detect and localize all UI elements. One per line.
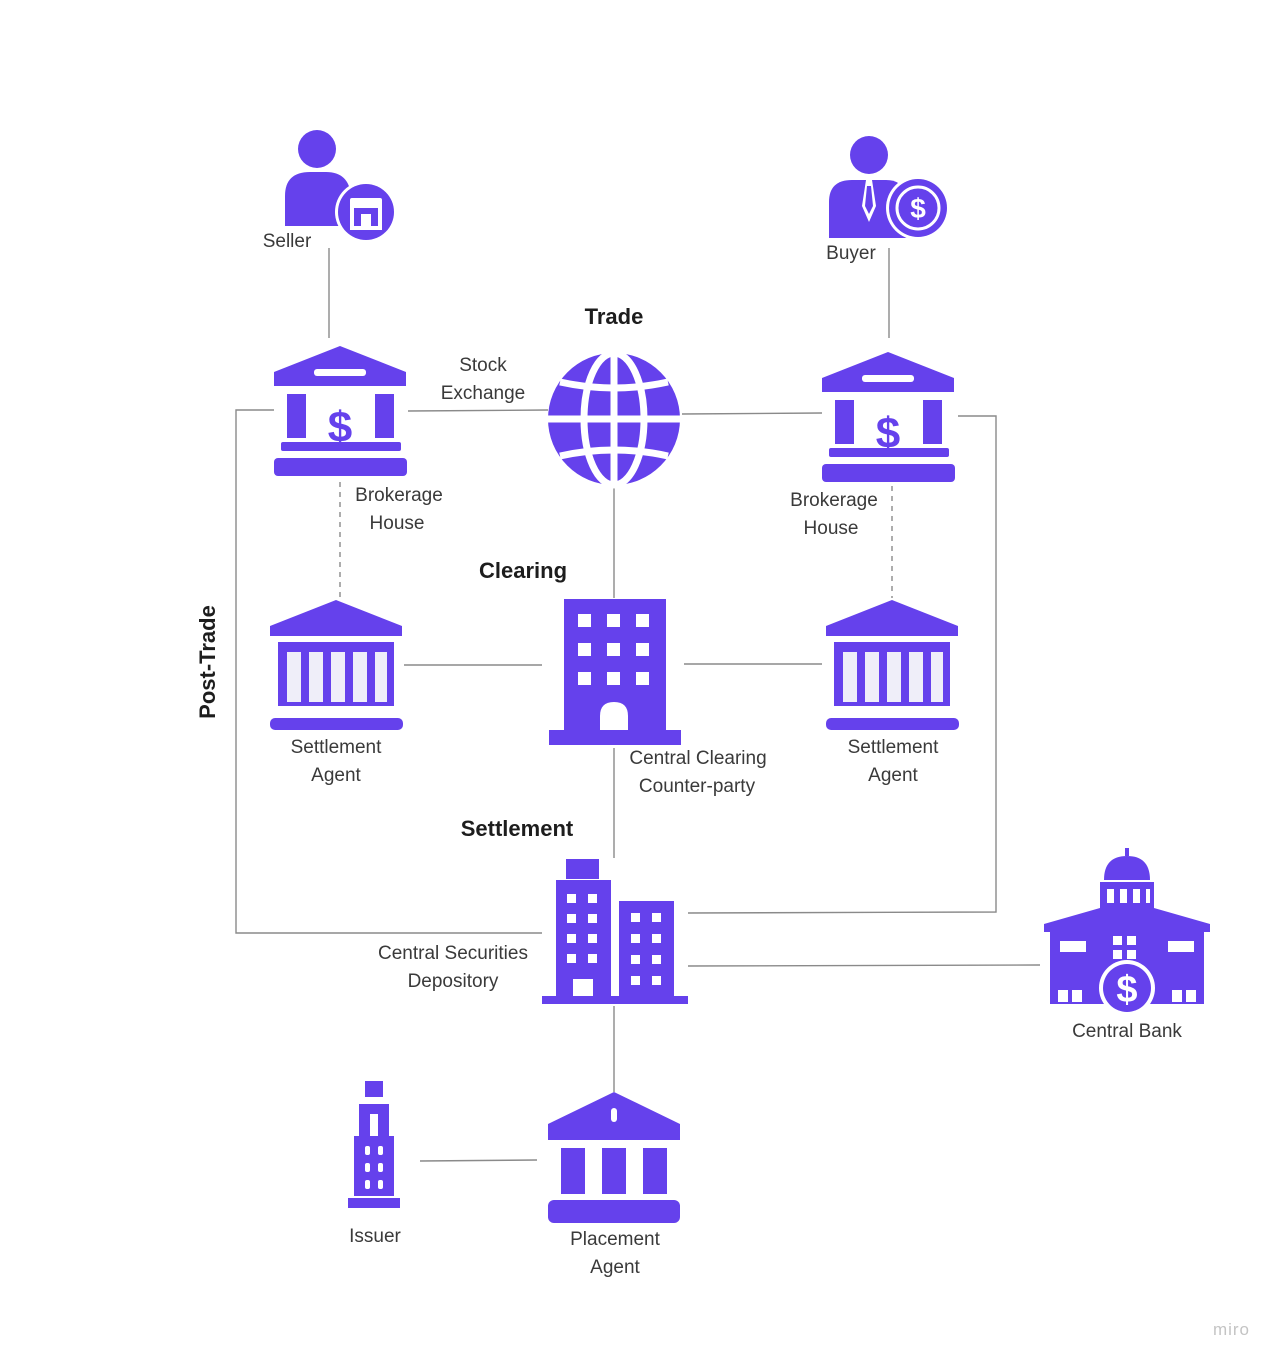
settlement-agent-right-label-1: Settlement — [848, 737, 940, 758]
csd-label-1: Central Securities — [378, 943, 528, 964]
connector-exchange-brokerage-right — [681, 412, 823, 415]
settlement-agent-left-label-1: Settlement — [291, 737, 383, 758]
placement-agent-icon — [548, 1092, 680, 1223]
placement-agent-label-1: Placement — [570, 1229, 660, 1250]
csd-label-2: Depository — [408, 971, 499, 992]
brokerage-right-label-1: Brokerage — [790, 490, 878, 511]
svg-text:$: $ — [328, 403, 352, 452]
ccp-label-1: Central Clearing — [629, 748, 766, 769]
brokerage-left-label-1: Brokerage — [355, 485, 443, 506]
city-buildings-icon — [542, 859, 688, 1004]
heading-post-trade: Post-Trade — [195, 605, 220, 719]
settlement-agent-left-label-2: Agent — [311, 765, 361, 786]
svg-text:$: $ — [876, 409, 900, 458]
ccp-label-2: Counter-party — [639, 776, 756, 797]
brokerage-right-label-2: House — [804, 518, 859, 539]
seller-label: Seller — [263, 231, 312, 252]
buyer-label: Buyer — [826, 243, 876, 264]
connector-brokerage-exchange-left — [407, 409, 549, 412]
miro-watermark: miro — [1213, 1320, 1250, 1339]
connector-post-trade-right — [687, 415, 997, 914]
connector-post-trade-left — [235, 409, 542, 934]
brokerage-right-icon: $ — [822, 352, 955, 482]
seller-store-icon — [285, 130, 397, 243]
heading-trade: Trade — [585, 304, 644, 329]
central-bank-label: Central Bank — [1072, 1021, 1182, 1042]
placement-agent-label-2: Agent — [590, 1257, 640, 1278]
office-building-icon — [549, 599, 681, 745]
central-bank-icon: $ — [1044, 848, 1210, 1016]
settlement-agent-right-label-2: Agent — [868, 765, 918, 786]
heading-clearing: Clearing — [479, 558, 567, 583]
connector-csd-central-bank — [687, 964, 1041, 967]
globe-icon — [548, 349, 680, 489]
issuer-label: Issuer — [349, 1226, 401, 1247]
settlement-agent-left-icon — [270, 600, 403, 730]
connector-issuer-placement — [419, 1159, 538, 1162]
settlement-agent-right-icon — [826, 600, 959, 730]
stock-exchange-label-2: Exchange — [441, 383, 526, 404]
brokerage-left-icon: $ — [274, 346, 407, 476]
connectors — [235, 248, 1041, 1162]
brokerage-left-label-2: House — [370, 513, 425, 534]
svg-text:$: $ — [1116, 969, 1137, 1011]
tower-icon — [348, 1081, 400, 1208]
heading-settlement: Settlement — [461, 816, 574, 841]
buyer-dollar-icon: $ — [829, 136, 950, 240]
svg-text:$: $ — [910, 193, 926, 224]
stock-exchange-label-1: Stock — [459, 355, 507, 376]
